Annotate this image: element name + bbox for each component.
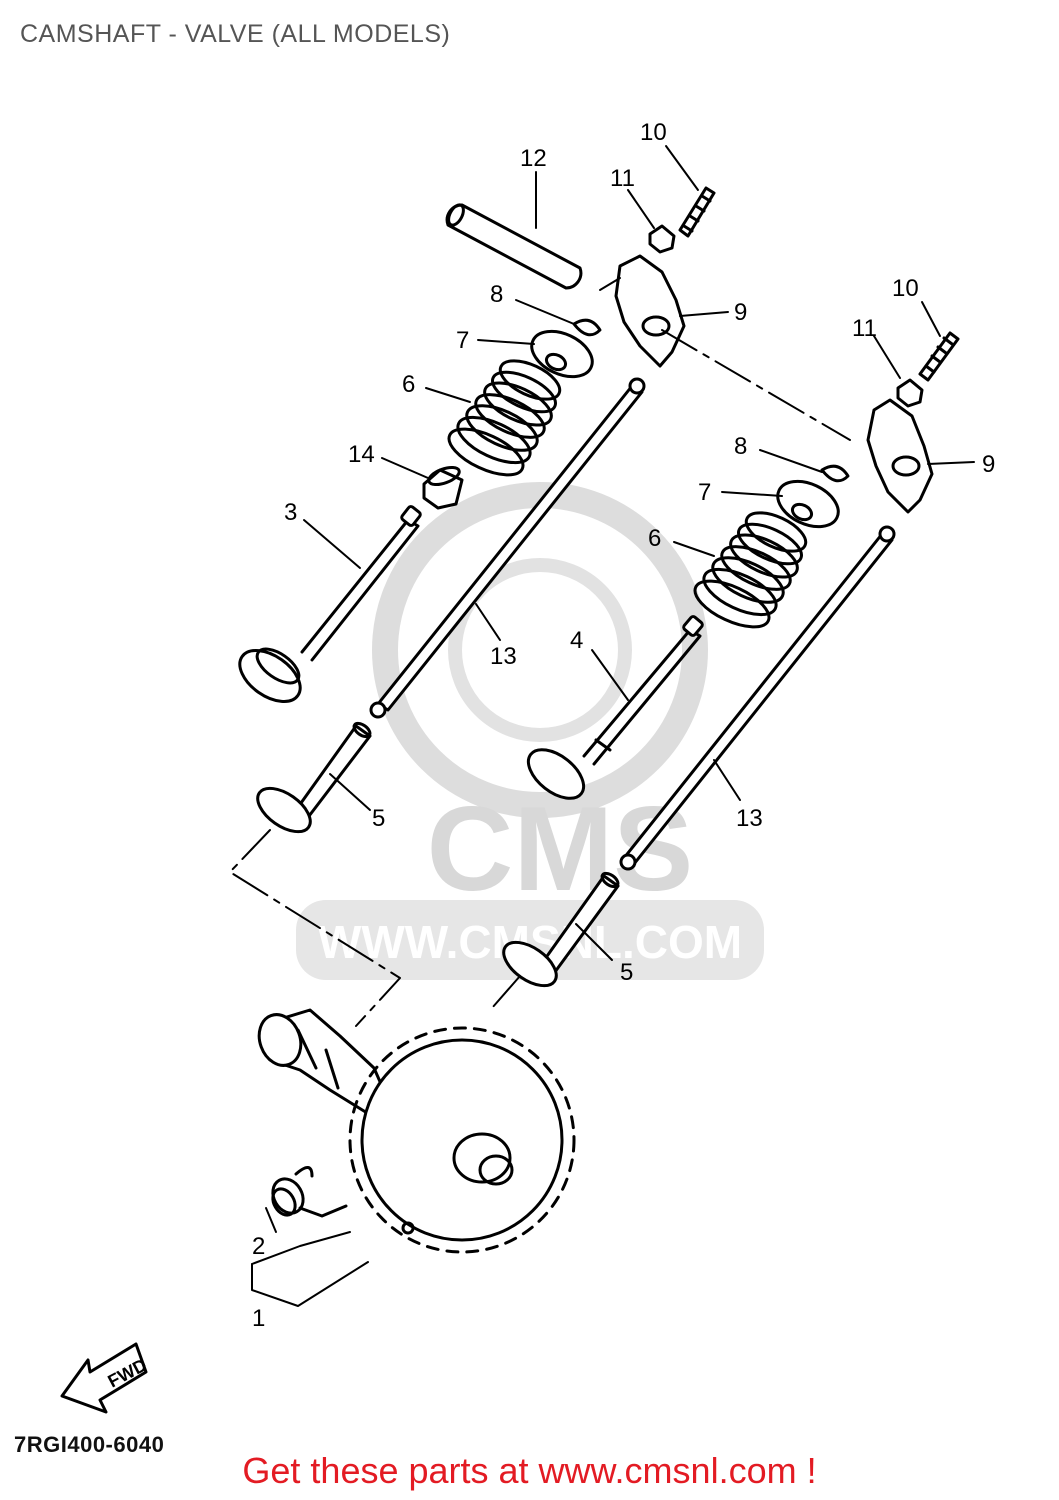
- watermark-mascot-inner: [448, 558, 632, 742]
- watermark: CMS WWW.CMSNL.COM: [296, 482, 764, 980]
- decompressor-spring: [271, 1166, 348, 1218]
- valve-cotter-right: [820, 464, 850, 483]
- callout-lock-nut: 11: [610, 165, 635, 192]
- callout-rocker-shaft: 12: [520, 145, 547, 172]
- callout-valve-spring: 6: [402, 371, 415, 398]
- callout-cotter: 8: [490, 281, 503, 308]
- callout-exhaust-valve: 4: [570, 627, 583, 654]
- watermark-badge: [296, 900, 764, 980]
- intake-valve: [238, 505, 422, 703]
- callout-lifter: 5: [372, 805, 385, 832]
- rocker-shaft: [445, 203, 583, 290]
- callout-spring: 2: [252, 1233, 265, 1260]
- pushrod-right: [619, 525, 896, 871]
- callout-valve-spring: 6: [648, 525, 661, 552]
- callout-cotter: 8: [734, 433, 747, 460]
- valve-cotter-left: [572, 318, 602, 337]
- adjuster-screw-right: [918, 331, 960, 382]
- fwd-arrow: FWD: [60, 1342, 150, 1414]
- pushrod-left: [369, 377, 646, 719]
- adjuster-screw-left: [678, 186, 716, 238]
- callout-stem-seal: 14: [348, 441, 375, 468]
- callout-adjuster-screw: 10: [892, 275, 919, 302]
- valve-spring-left: [447, 359, 562, 477]
- lock-nut-left: [648, 224, 676, 254]
- callout-retainer: 7: [698, 479, 711, 506]
- callout-rocker-arm: 9: [734, 299, 747, 326]
- rocker-arm-left: [614, 254, 686, 368]
- cam-gear-teeth: [348, 1026, 576, 1254]
- spring-retainer-left: [530, 329, 594, 379]
- camshaft-gear: [257, 1008, 576, 1254]
- callout-retainer: 7: [456, 327, 469, 354]
- leader-lines: [251, 145, 975, 1307]
- callout-camshaft: 1: [252, 1305, 265, 1332]
- exhaust-valve: [526, 615, 704, 800]
- callout-lifter: 5: [620, 959, 633, 986]
- callout-rocker-arm: 9: [982, 451, 995, 478]
- callout-pushrod: 13: [736, 805, 763, 832]
- valve-lifter-left: [256, 721, 372, 834]
- callout-lock-nut: 11: [852, 315, 877, 342]
- valve-stem-seal: [422, 465, 464, 510]
- rocker-arm-right: [866, 398, 934, 514]
- watermark-brand: CMS: [427, 782, 694, 916]
- valve-spring-right: [693, 511, 808, 629]
- callouts: 10 12 11 8 9 7 10 11 6 14 8 9 7 3 6 13 4…: [252, 119, 995, 1332]
- watermark-mascot: [372, 482, 708, 818]
- callout-adjuster-screw: 10: [640, 119, 667, 146]
- callout-pushrod: 13: [490, 643, 517, 670]
- page-title: CAMSHAFT - VALVE (ALL MODELS): [20, 20, 451, 48]
- promo-link[interactable]: Get these parts at www.cmsnl.com !: [242, 1450, 817, 1491]
- spring-retainer-right: [776, 479, 840, 529]
- lock-nut-right: [896, 378, 924, 408]
- callout-intake-valve: 3: [284, 499, 297, 526]
- diagram-part-code: 7RGI400-6040: [14, 1432, 165, 1457]
